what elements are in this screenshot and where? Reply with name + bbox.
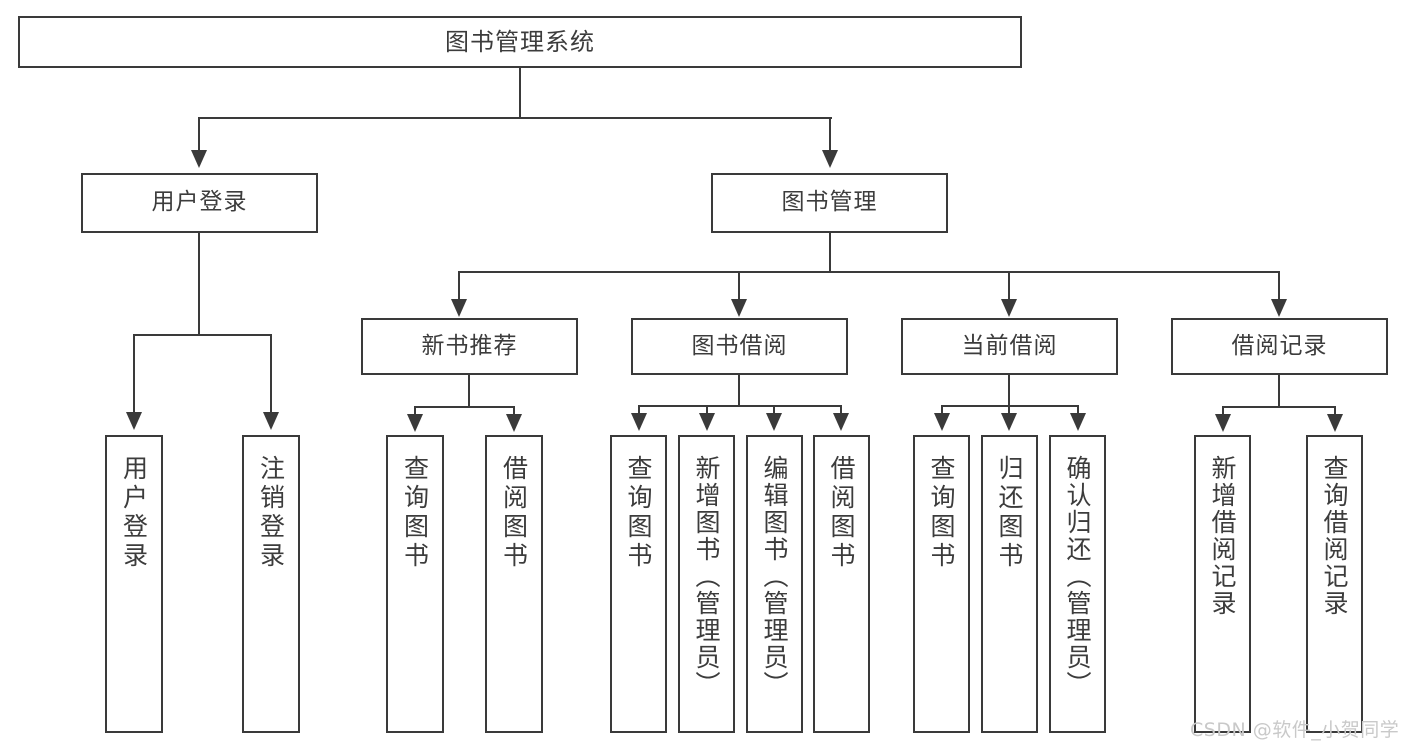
connector-to-borrow-record [1278, 271, 1280, 301]
connector-to-book-borrow [738, 271, 740, 301]
arrowhead-book-borrow-c3 [766, 413, 782, 431]
node-book-management[interactable]: 图书管理 [711, 173, 948, 233]
arrowhead-to-new-book [451, 299, 467, 317]
node-label: 新增图书（管理员） [692, 455, 721, 698]
connector-book-borrow-c4 [840, 405, 842, 417]
arrowhead-current-borrow-c2 [1001, 413, 1017, 431]
connector-borrow-record-bus [1223, 406, 1335, 408]
connector-borrow-record-c1 [1222, 406, 1224, 418]
connector-book-borrow-c3 [773, 405, 775, 417]
node-user-login[interactable]: 用户登录 [81, 173, 318, 233]
node-new-book-recommend[interactable]: 新书推荐 [361, 318, 578, 375]
connector-root-to-book-manage [829, 117, 831, 152]
connector-user-login-left [133, 334, 135, 414]
arrowhead-new-book-c1 [407, 414, 423, 432]
arrowhead-user-login-right [263, 412, 279, 430]
arrowhead-borrow-record-c1 [1215, 414, 1231, 432]
node-borrow-record[interactable]: 借阅记录 [1171, 318, 1388, 375]
arrowhead-to-book-borrow [731, 299, 747, 317]
arrowhead-user-login-left [126, 412, 142, 430]
leaf-user-login[interactable]: 用户登录 [105, 435, 163, 733]
node-current-borrow[interactable]: 当前借阅 [901, 318, 1118, 375]
node-label: 归还图书 [995, 455, 1024, 571]
connector-book-manage-bus [459, 271, 1280, 273]
connector-book-borrow-bus [639, 405, 842, 407]
node-label: 用户登录 [119, 455, 149, 571]
leaf-query-book-recommend[interactable]: 查询图书 [386, 435, 444, 733]
leaf-borrow-book-recommend[interactable]: 借阅图书 [485, 435, 543, 733]
arrowhead-to-current-borrow [1001, 299, 1017, 317]
connector-new-book-bus [415, 406, 514, 408]
leaf-query-book-current[interactable]: 查询图书 [913, 435, 970, 733]
arrowhead-borrow-record-c2 [1327, 414, 1343, 432]
connector-user-login-right [270, 334, 272, 414]
arrowhead-root-to-book-manage [822, 150, 838, 168]
connector-current-borrow-c1 [941, 405, 943, 417]
connector-borrow-record-c2 [1334, 406, 1336, 418]
connector-user-login-bus [134, 334, 272, 336]
arrowhead-new-book-c2 [506, 414, 522, 432]
arrowhead-root-to-user-login [191, 150, 207, 168]
watermark-text: CSDN @软件_小贺同学 [1190, 719, 1400, 741]
connector-current-borrow-c2 [1008, 405, 1010, 417]
node-label: 图书借阅 [691, 332, 788, 359]
leaf-edit-book-admin[interactable]: 编辑图书（管理员） [746, 435, 803, 733]
leaf-add-borrow-record[interactable]: 新增借阅记录 [1194, 435, 1251, 733]
leaf-query-borrow-record[interactable]: 查询借阅记录 [1306, 435, 1363, 733]
connector-current-borrow-bus [942, 405, 1079, 407]
connector-book-borrow-stem [738, 375, 740, 406]
leaf-return-book[interactable]: 归还图书 [981, 435, 1038, 733]
connector-new-book-c2 [513, 406, 515, 418]
connector-book-manage-stem [829, 233, 831, 273]
node-label: 注销登录 [256, 455, 286, 571]
arrowhead-book-borrow-c2 [699, 413, 715, 431]
node-label: 新增借阅记录 [1208, 455, 1237, 617]
arrowhead-current-borrow-c1 [934, 413, 950, 431]
node-label: 图书管理 [781, 189, 878, 216]
node-label: 借阅图书 [827, 455, 856, 571]
leaf-logout[interactable]: 注销登录 [242, 435, 300, 733]
arrowhead-book-borrow-c4 [833, 413, 849, 431]
node-book-borrow[interactable]: 图书借阅 [631, 318, 848, 375]
leaf-query-book-borrow[interactable]: 查询图书 [610, 435, 667, 733]
node-label: 当前借阅 [961, 332, 1058, 359]
node-label: 新书推荐 [421, 332, 518, 359]
arrowhead-to-borrow-record [1271, 299, 1287, 317]
connector-current-borrow-stem [1008, 375, 1010, 406]
node-label: 图书管理系统 [445, 27, 595, 56]
node-label: 查询图书 [927, 455, 956, 571]
node-label: 查询图书 [624, 455, 653, 571]
connector-book-borrow-c2 [706, 405, 708, 417]
connector-root-to-user-login [198, 117, 200, 152]
connector-current-borrow-c3 [1077, 405, 1079, 417]
connector-book-borrow-c1 [638, 405, 640, 417]
arrowhead-current-borrow-c3 [1070, 413, 1086, 431]
node-label: 确认归还（管理员） [1063, 455, 1092, 698]
node-label: 借阅记录 [1231, 332, 1328, 359]
connector-to-current-borrow [1008, 271, 1010, 301]
leaf-add-book-admin[interactable]: 新增图书（管理员） [678, 435, 735, 733]
leaf-borrow-book[interactable]: 借阅图书 [813, 435, 870, 733]
connector-borrow-record-stem [1278, 375, 1280, 407]
node-root-system[interactable]: 图书管理系统 [18, 16, 1022, 68]
connector-to-new-book [458, 271, 460, 301]
arrowhead-book-borrow-c1 [631, 413, 647, 431]
node-label: 借阅图书 [499, 455, 529, 571]
connector-new-book-c1 [414, 406, 416, 418]
connector-user-login-stem [198, 233, 200, 335]
connector-root-bus [199, 117, 832, 119]
node-label: 查询借阅记录 [1320, 455, 1349, 617]
node-label: 查询图书 [400, 455, 430, 571]
node-label: 编辑图书（管理员） [760, 455, 789, 698]
leaf-confirm-return-admin[interactable]: 确认归还（管理员） [1049, 435, 1106, 733]
connector-root-stem [519, 68, 521, 118]
node-label: 用户登录 [151, 189, 248, 216]
connector-new-book-stem [468, 375, 470, 407]
